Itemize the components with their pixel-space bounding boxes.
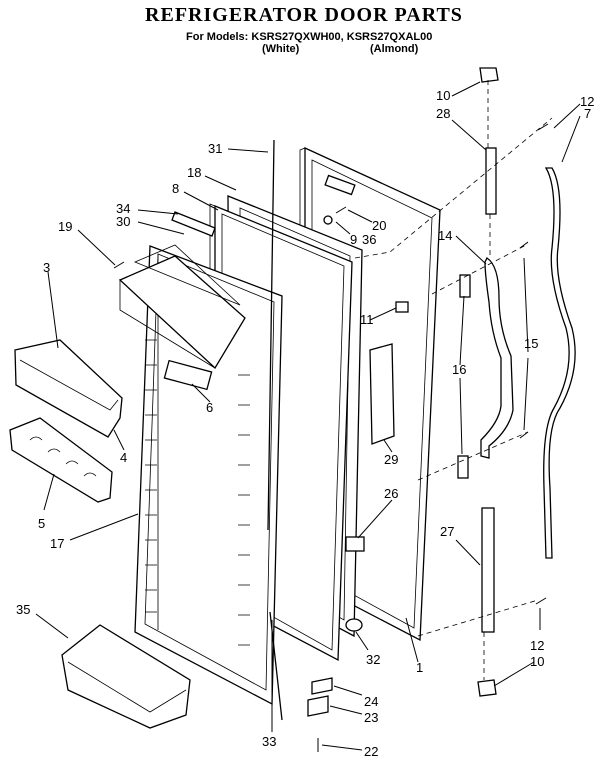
- door-trim-strip: [543, 167, 576, 559]
- liner-shelf-ridges: [145, 339, 250, 646]
- callout-4: 4: [120, 450, 127, 465]
- callout-16: 16: [452, 362, 466, 377]
- callout-12-bottom: 12: [530, 638, 544, 653]
- callout-32: 32: [366, 652, 380, 667]
- bottom-door-bin: [61, 624, 191, 729]
- callout-17: 17: [50, 536, 64, 551]
- callout-34: 34: [116, 201, 130, 216]
- callout-23: 23: [364, 710, 378, 725]
- plug-part-32: [345, 618, 363, 632]
- hinge-part-23: [307, 695, 329, 717]
- callout-7: 7: [584, 106, 591, 121]
- butter-compartment: [163, 359, 213, 391]
- callout-14: 14: [438, 228, 452, 243]
- top-trim: [171, 211, 216, 237]
- callout-36: 36: [362, 232, 376, 247]
- callout-31: 31: [208, 141, 222, 156]
- foam-block-part-29: [369, 343, 395, 445]
- breaker-strip-top: [267, 139, 275, 531]
- callout-20: 20: [372, 218, 386, 233]
- bracket-part-26: [345, 536, 365, 552]
- callout-3: 3: [43, 260, 50, 275]
- screws: [113, 123, 549, 605]
- callout-24: 24: [364, 694, 378, 709]
- handle-insert-lower: [457, 455, 469, 479]
- color-white-label: (White): [262, 43, 300, 55]
- callout-labels: 31 18 8 34 30 19 3 6 4 5 17 35 33 20 9 3…: [16, 88, 594, 759]
- callout-30: 30: [116, 214, 130, 229]
- page-title: REFRIGERATOR DOOR PARTS: [145, 4, 463, 26]
- handle-assembly: [457, 67, 514, 697]
- handle-insert-upper: [459, 274, 471, 298]
- callout-6: 6: [206, 400, 213, 415]
- callout-1: 1: [416, 660, 423, 675]
- callout-10-bottom: 10: [530, 654, 544, 669]
- top-door-shelf: [118, 244, 246, 370]
- callout-27: 27: [440, 524, 454, 539]
- callout-8: 8: [172, 181, 179, 196]
- hinge-part-24: [311, 677, 333, 695]
- callout-18: 18: [187, 165, 201, 180]
- callout-12-top: 12: [580, 94, 594, 109]
- egg-tray: [9, 417, 113, 503]
- callout-33: 33: [262, 734, 276, 749]
- leader-lines: [35, 80, 581, 751]
- handle-cap-top: [479, 67, 499, 83]
- callout-5: 5: [38, 516, 45, 531]
- callout-28: 28: [436, 106, 450, 121]
- callout-15: 15: [524, 336, 538, 351]
- callout-29: 29: [384, 452, 398, 467]
- callout-11: 11: [360, 312, 374, 327]
- callout-9: 9: [350, 232, 357, 247]
- handle-mount-top: [485, 147, 497, 215]
- models-line: For Models: KSRS27QXWH00, KSRS27QXAL00: [186, 31, 433, 43]
- callout-10-top: 10: [436, 88, 450, 103]
- color-almond-label: (Almond): [370, 43, 419, 55]
- clip-part-11: [395, 301, 409, 313]
- callout-19: 19: [58, 219, 72, 234]
- callout-22: 22: [364, 744, 378, 759]
- handle-cap-bottom: [477, 679, 497, 697]
- dairy-door-shelf: [14, 339, 123, 438]
- callout-35: 35: [16, 602, 30, 617]
- callout-26: 26: [384, 486, 398, 501]
- handle-mount-bottom: [481, 507, 495, 633]
